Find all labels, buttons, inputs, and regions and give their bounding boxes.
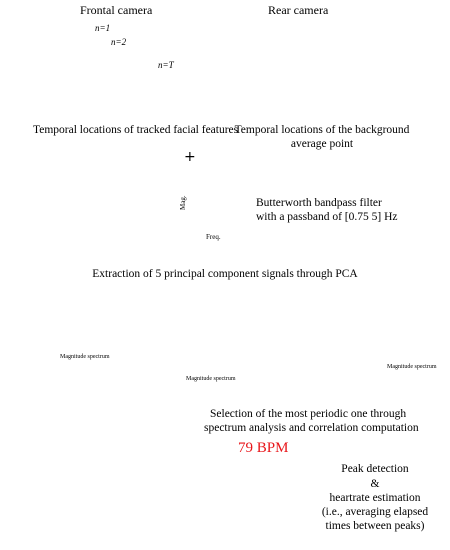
frontal-caption: Temporal locations of tracked facial fea… (33, 124, 239, 136)
rear-caption-line1: Temporal locations of the background (234, 124, 410, 136)
peak-marker (222, 479, 226, 483)
arrow-to-result-head (195, 429, 203, 436)
peak-marker (286, 486, 290, 490)
pca-card-2-signal (149, 308, 247, 334)
pca-card-1-spectrum (39, 360, 73, 382)
selection-line1: Selection of the most periodic one throu… (210, 408, 407, 420)
frame-n2-trace (54, 52, 131, 67)
pca-card-2-plot (145, 295, 254, 352)
result-desc-line4: (i.e., averaging elapsed (321, 506, 429, 518)
frame-label-n1: n=1 (95, 23, 111, 33)
pca-ellipsis-dot-3 (303, 341, 311, 349)
result-desc-line3: heartrate estimation (329, 492, 421, 504)
bpm-label: 79 BPM (238, 440, 289, 456)
peak-marker (118, 470, 122, 474)
pca-card-5 (314, 289, 438, 391)
frame-dot-3 (83, 102, 89, 108)
result-signal (91, 466, 293, 517)
spectrum-label-2: Magnitude spectrum (186, 376, 236, 382)
pca-title: Extraction of 5 principal component sign… (92, 268, 358, 280)
frame-label-n2: n=2 (111, 37, 127, 47)
peak-marker (238, 478, 242, 482)
frontal-camera-title: Frontal camera (80, 3, 153, 17)
pca-card-5-signal (327, 305, 423, 339)
rear-caption-line2: average point (290, 138, 354, 150)
result-desc-line1: Peak detection (341, 463, 409, 475)
rear-camera-frame (225, 16, 397, 122)
arrow-to-pca-head (208, 257, 216, 264)
arrow-to-filter-head (202, 185, 210, 192)
pca-card-1 (8, 289, 127, 391)
filter-desc-line1: Butterworth bandpass filter (256, 197, 382, 209)
rear-camera-title: Rear camera (268, 3, 329, 17)
frame-nT-trace (91, 84, 178, 113)
filter-desc-line2: with a passband of [0.75 5] Hz (256, 211, 398, 223)
rear-camera-trace (232, 27, 387, 99)
peak-marker (158, 465, 162, 469)
frame-n1-trace (39, 34, 101, 48)
filter-y-label: Mag. (179, 195, 187, 210)
result-desc-line2: & (370, 478, 380, 490)
filter-x-label: Freq. (206, 233, 221, 241)
peak-marker (270, 481, 274, 485)
plus-sign: + (184, 149, 196, 165)
peak-marker (254, 482, 258, 486)
peak-marker (206, 477, 210, 481)
selection-line2: spectrum analysis and correlation comput… (204, 422, 419, 434)
peak-marker (94, 479, 98, 483)
spectrum-label-3: Magnitude spectrum (387, 364, 437, 370)
peak-marker (190, 468, 194, 472)
pca-card-1-plot (17, 294, 119, 348)
pca-card-5-plot (323, 295, 430, 350)
pca-card-1-signal (21, 310, 116, 341)
frame-label-nT: n=T (158, 60, 174, 70)
peak-marker (174, 471, 178, 475)
frame-dot-2 (77, 96, 83, 102)
pca-ellipsis-dot-2 (288, 341, 296, 349)
peak-markers (94, 465, 290, 490)
peak-marker (142, 466, 146, 470)
frame-nT (88, 65, 182, 119)
spectrum-label-1: Magnitude spectrum (60, 354, 110, 360)
pca-band (0, 264, 450, 406)
pca-card-selected-outline (132, 282, 266, 401)
pca-card-5-spectrum (361, 360, 385, 382)
subtract-circle (197, 150, 215, 168)
filter-response-curve (193, 207, 231, 232)
peak-marker (126, 468, 130, 472)
frame-dot-1 (71, 90, 77, 96)
pca-ellipsis-dot-1 (273, 341, 281, 349)
result-desc-line5: times between peaks) (325, 520, 425, 532)
